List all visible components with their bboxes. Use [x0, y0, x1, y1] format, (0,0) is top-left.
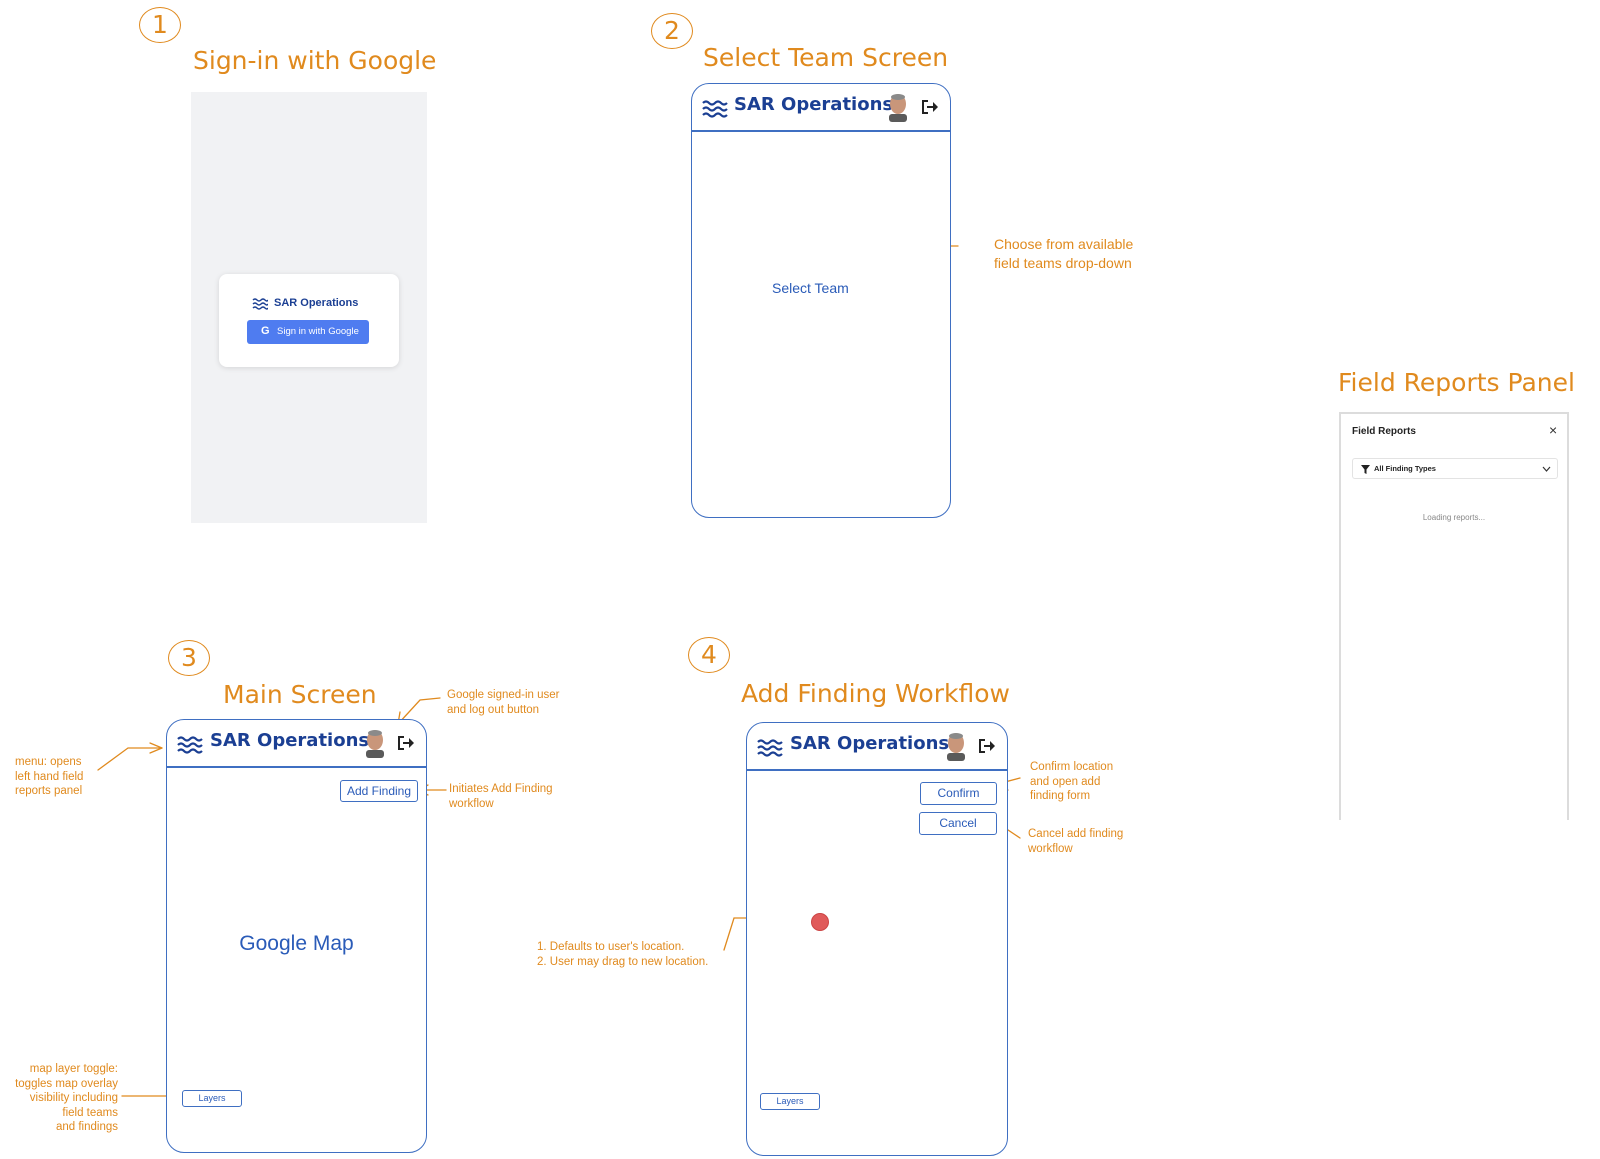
app-header: SAR Operations: [167, 720, 426, 768]
arrow-menu: [97, 747, 163, 771]
user-avatar-icon: [366, 730, 384, 758]
arrow-user: [397, 697, 441, 725]
menu-waves-icon[interactable]: [702, 100, 728, 118]
app-header: SAR Operations: [747, 723, 1007, 771]
step-title-4: Add Finding Workflow: [741, 679, 1010, 708]
finding-type-filter[interactable]: All Finding Types: [1352, 458, 1558, 479]
menu-waves-icon[interactable]: [177, 736, 203, 754]
google-map-area[interactable]: Google Map: [239, 932, 354, 955]
close-icon[interactable]: ×: [1549, 422, 1558, 438]
google-g-icon: G: [261, 325, 270, 337]
app-title: SAR Operations: [790, 733, 950, 754]
user-avatar-icon: [889, 94, 907, 122]
logout-icon[interactable]: [978, 738, 996, 754]
step-title-2: Select Team Screen: [703, 43, 949, 72]
field-reports-title: Field Reports: [1352, 426, 1416, 437]
add-finding-phone: SAR Operations Confirm Cancel Layers: [746, 722, 1008, 1156]
cancel-button[interactable]: Cancel: [919, 812, 997, 835]
step-title-1: Sign-in with Google: [193, 46, 437, 75]
filter-label: All Finding Types: [1374, 464, 1436, 473]
chevron-down-icon: [1542, 466, 1551, 472]
logout-icon[interactable]: [397, 735, 415, 751]
app-title: SAR Operations: [210, 730, 370, 751]
google-signin-button[interactable]: G Sign in with Google: [247, 320, 369, 344]
field-reports-panel: Field Reports × All Finding Types Loadin…: [1339, 412, 1569, 820]
draggable-location-marker[interactable]: [811, 913, 829, 931]
google-signin-label: Sign in with Google: [277, 326, 359, 337]
step-number-1: 1: [139, 7, 181, 43]
signin-screen: SAR Operations G Sign in with Google: [191, 92, 427, 523]
main-screen-phone: SAR Operations Add Finding Google Map La…: [166, 719, 427, 1153]
step-number-3: 3: [168, 640, 210, 676]
marker-note: 1. Defaults to user's location.2. User m…: [537, 941, 709, 968]
layers-button[interactable]: Layers: [182, 1090, 242, 1107]
signin-card-title: SAR Operations: [274, 297, 359, 309]
filter-icon: [1361, 465, 1370, 474]
user-avatar-icon: [947, 733, 965, 761]
step-number-2: 2: [651, 13, 693, 49]
app-header: SAR Operations: [692, 84, 950, 132]
step-number-4: 4: [688, 637, 730, 673]
waves-icon: [252, 298, 268, 310]
confirm-button[interactable]: Confirm: [920, 782, 997, 805]
select-team-phone: SAR Operations Select Team: [691, 83, 951, 518]
add-finding-button[interactable]: Add Finding: [340, 780, 418, 802]
logout-icon[interactable]: [921, 99, 939, 115]
field-reports-section-title: Field Reports Panel: [1338, 368, 1575, 397]
signin-card: SAR Operations G Sign in with Google: [219, 274, 399, 367]
select-team-dropdown[interactable]: Select Team: [772, 280, 849, 296]
app-title: SAR Operations: [734, 94, 894, 115]
menu-waves-icon[interactable]: [757, 739, 783, 757]
step-title-3: Main Screen: [223, 680, 377, 709]
loading-reports-text: Loading reports...: [1422, 513, 1486, 522]
layers-button[interactable]: Layers: [760, 1093, 820, 1110]
